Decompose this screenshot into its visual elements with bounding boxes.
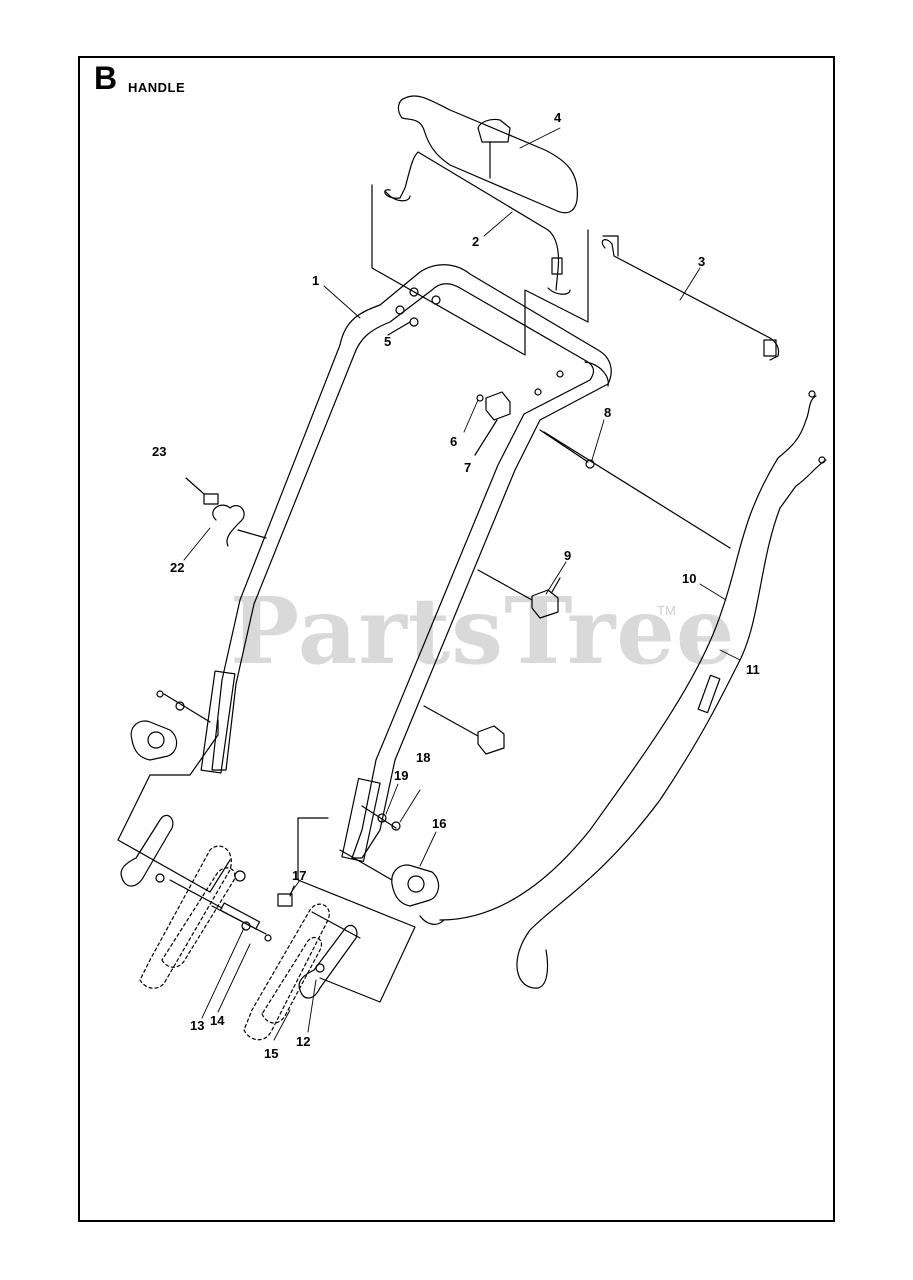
- callout-17: 17: [292, 868, 306, 883]
- leader-box-top: [371, 184, 589, 356]
- callout-8: 8: [604, 405, 611, 420]
- callout-13: 13: [190, 1018, 204, 1033]
- callout-4: 4: [554, 110, 562, 125]
- watermark-tm: TM: [657, 603, 676, 618]
- callout-6: 6: [450, 434, 457, 449]
- right-bracket: [243, 903, 361, 1041]
- cable-leader: [543, 431, 731, 549]
- section-title: HANDLE: [128, 80, 186, 95]
- handle-grip: [397, 95, 578, 214]
- callout-9: 9: [564, 548, 571, 563]
- leader-box-left: [117, 719, 231, 893]
- right-foot-hardware: [361, 805, 401, 831]
- callout-10: 10: [682, 571, 696, 586]
- callout-22: 22: [170, 560, 184, 575]
- cable-clips: [423, 569, 561, 755]
- callout-2: 2: [472, 234, 479, 249]
- brake-rod: [601, 235, 780, 361]
- callout-16: 16: [432, 816, 446, 831]
- callout-11: 11: [746, 662, 760, 677]
- leader-box-right: [297, 817, 416, 1003]
- callout-1: 1: [312, 273, 319, 288]
- left-knob: [130, 690, 211, 761]
- watermark: PartsTree: [230, 577, 736, 685]
- control-cables: [419, 390, 827, 989]
- callout-7: 7: [464, 460, 471, 475]
- right-knob: [339, 849, 440, 907]
- callout-14: 14: [210, 1013, 225, 1028]
- callout-leaders: [183, 127, 741, 1041]
- callout-5: 5: [384, 334, 391, 349]
- left-bracket: [120, 814, 246, 989]
- callout-12: 12: [296, 1034, 310, 1049]
- top-hardware: [387, 287, 595, 469]
- bail-rod: [384, 151, 571, 295]
- centre-hardware: [211, 885, 295, 942]
- callout-3: 3: [698, 254, 705, 269]
- cable-clip-bolt: [185, 477, 267, 547]
- section-letter: B: [94, 60, 118, 96]
- diagram-frame: [78, 56, 835, 1222]
- callout-18: 18: [416, 750, 430, 765]
- callout-19: 19: [394, 768, 408, 783]
- callout-15: 15: [264, 1046, 278, 1061]
- callout-23: 23: [152, 444, 166, 459]
- callout-numbers: 1 2 3 4 5 6 7 8 9 10 11 12 13 14 15 16 1…: [152, 110, 760, 1061]
